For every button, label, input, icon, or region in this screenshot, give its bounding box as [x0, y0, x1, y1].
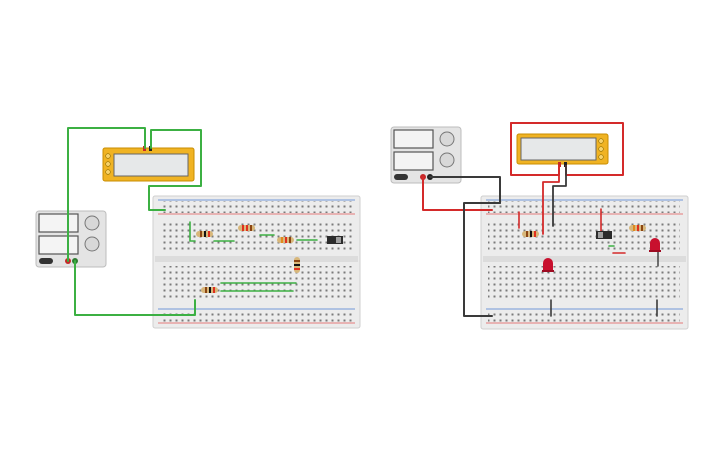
right-resistor-1[interactable]	[522, 231, 539, 237]
left-slide-switch[interactable]	[327, 236, 343, 244]
left-power-supply[interactable]	[35, 210, 107, 268]
left-resistor-4[interactable]	[294, 257, 300, 273]
left-resistor-5[interactable]	[201, 287, 218, 293]
left-multimeter[interactable]	[102, 146, 195, 182]
right-slide-switch[interactable]	[596, 231, 612, 239]
right-led-2[interactable]	[649, 238, 661, 252]
left-resistor-3[interactable]	[277, 237, 294, 243]
left-circuit	[35, 127, 361, 329]
left-wires[interactable]	[67, 127, 318, 316]
current-knob-icon[interactable]	[439, 152, 455, 168]
voltage-knob-icon[interactable]	[84, 215, 100, 231]
right-led-1[interactable]	[542, 258, 554, 272]
left-resistor-1[interactable]	[196, 231, 213, 237]
power-switch[interactable]	[394, 174, 408, 180]
left-breadboard[interactable]	[152, 195, 361, 329]
right-multimeter[interactable]	[516, 133, 609, 167]
right-resistor-2[interactable]	[629, 225, 646, 231]
right-power-supply[interactable]	[390, 126, 462, 184]
voltage-knob-icon[interactable]	[439, 131, 455, 147]
left-resistor-2[interactable]	[238, 225, 255, 231]
right-wires[interactable]	[422, 122, 659, 317]
right-circuit	[390, 122, 689, 330]
current-knob-icon[interactable]	[84, 236, 100, 252]
power-switch[interactable]	[39, 258, 53, 264]
